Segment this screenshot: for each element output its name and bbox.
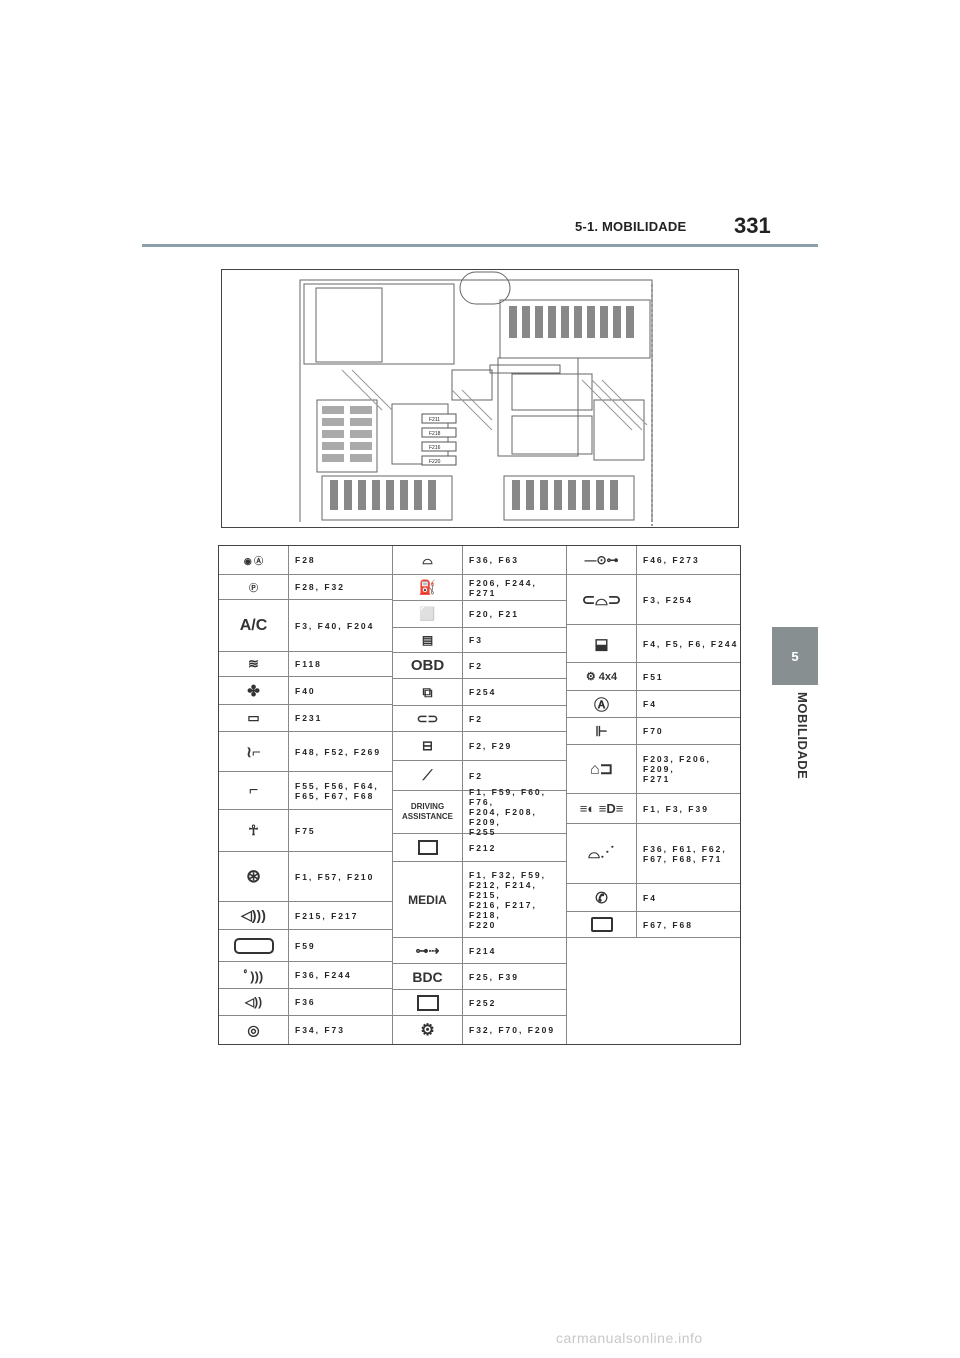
fuse-list: F214	[463, 938, 566, 964]
door-icon: ⬓	[567, 625, 637, 663]
ac-icon: A/C	[219, 600, 289, 652]
fuse-list: F2, F29	[463, 732, 566, 761]
4x4-icon: ⚙ 4x4	[567, 663, 637, 691]
fuse-list: F36, F61, F62, F67, F68, F71	[637, 824, 740, 884]
fuse-list: F1, F59, F60, F76, F204, F208, F209, F25…	[463, 787, 566, 837]
rear-defrost-icon: ▭	[219, 705, 289, 732]
fuse-list: F212	[463, 834, 566, 862]
fuse-list: F51	[637, 663, 740, 691]
fuse-list: F28, F32	[289, 575, 392, 600]
fuse-list: F1, F3, F39	[637, 794, 740, 824]
fuse-list: F4	[637, 884, 740, 912]
auto-icon: Ⓐ	[567, 691, 637, 718]
diagram-label: F220	[429, 459, 441, 465]
column-divider	[566, 546, 567, 1044]
battery-icon	[393, 990, 463, 1016]
fuse-list: F118	[289, 652, 392, 677]
obd-icon: OBD	[393, 653, 463, 679]
seat-icon: ⌐	[219, 772, 289, 810]
fuse-list: F46, F273	[637, 546, 740, 575]
steering-wheel-icon: ⊛	[219, 852, 289, 902]
fuse-list: F215, F217	[289, 902, 392, 930]
driving-assistance-icon: DRIVING ASSISTANCE	[393, 791, 463, 834]
fuse-list: F3, F254	[637, 575, 740, 625]
media-icon: MEDIA	[393, 862, 463, 938]
diagram-label: F211	[429, 417, 440, 423]
thermometer-icon: ⊩	[567, 718, 637, 745]
usb-icon: ⊶⇢	[393, 938, 463, 964]
fuse-list: F28	[289, 546, 392, 575]
fuse-list: F4, F5, F6, F244	[637, 625, 740, 663]
mirror-icon	[219, 930, 289, 962]
key-icon: —⊙⊶	[567, 546, 637, 575]
fuse-list: F1, F32, F59, F212, F214, F215, F216, F2…	[463, 862, 566, 938]
fuse-list: F40	[289, 677, 392, 705]
fuse-list: F59	[289, 930, 392, 962]
wiper-icon: ⟋	[393, 761, 463, 791]
interior-light-icon: ⌓⋰	[567, 824, 637, 884]
fuse-list: F25, F39	[463, 964, 566, 990]
camera-car-icon: ⊟	[393, 732, 463, 761]
fuse-list: F3, F40, F204	[289, 600, 392, 652]
fuse-box-diagram: F211 F218 F216 F220	[221, 269, 739, 528]
header-divider	[142, 244, 818, 247]
fuse-list: F55, F56, F64, F65, F67, F68	[289, 772, 392, 810]
fuse-list: F2	[463, 653, 566, 679]
tow-icon: ⊂⊃	[393, 706, 463, 732]
fuse-list: F75	[289, 810, 392, 852]
fuse-list: F2	[463, 761, 566, 791]
fuse-list: F4	[637, 691, 740, 718]
fuse-list: F203, F206, F209, F271	[637, 745, 740, 794]
page-number: 331	[734, 213, 771, 238]
fuse-list: F206, F244, F271	[463, 575, 566, 601]
battery-case-icon: ⧉	[393, 679, 463, 706]
fuse-list: F2	[463, 706, 566, 732]
fuse-list: F20, F21	[463, 601, 566, 628]
headlight-icon: ≡◐ ≡D≡	[567, 794, 637, 824]
fuse-list: F254	[463, 679, 566, 706]
gear-icon: ⚙	[393, 1016, 463, 1044]
abs-airbag-icon: ◉ Ⓐ	[219, 546, 289, 575]
fuse-list: F36, F244	[289, 962, 392, 989]
chapter-label: MOBILIDADE	[795, 692, 810, 780]
sunroof-icon: ⌓	[393, 546, 463, 575]
fuse-list: F36	[289, 989, 392, 1016]
fuse-table: ◉ Ⓐ F28 Ⓟ F28, F32 A/C F3, F40, F204 ≋ F…	[218, 545, 741, 1045]
watermark: carmanualsonline.info	[556, 1330, 703, 1346]
seat-heat-icon: ≋	[219, 652, 289, 677]
chapter-tab: 5	[772, 627, 818, 685]
fuse-list: F36, F63	[463, 546, 566, 575]
fan-icon: ✤	[219, 677, 289, 705]
car-icon: ⊂⌓⊃	[567, 575, 637, 625]
fuse-list: F67, F68	[637, 912, 740, 938]
heated-seat-icon: ≀⌐	[219, 732, 289, 772]
instrument-cluster-icon: ◎	[219, 1016, 289, 1044]
speaker-icon: ◁)))	[219, 902, 289, 930]
diagram-label: F216	[429, 445, 441, 451]
parking-brake-icon: Ⓟ	[219, 575, 289, 600]
seatbelt-icon: ☥	[219, 810, 289, 852]
fuse-list: F231	[289, 705, 392, 732]
fuse-list: F34, F73	[295, 1025, 346, 1035]
bdc-icon: BDC	[393, 964, 463, 990]
fuse-list: F3	[463, 628, 566, 653]
phone-icon: ✆	[567, 884, 637, 912]
fuse-list: F32, F70, F209	[469, 1025, 556, 1035]
window-icon: ⬜	[393, 601, 463, 628]
diagram-label: F218	[429, 431, 441, 437]
fuse-list: F70	[637, 718, 740, 745]
section-title: 5-1. MOBILIDADE	[575, 219, 687, 234]
engine-icon: ⌂⊐	[567, 745, 637, 794]
radio-icon: ▤	[393, 628, 463, 653]
fuse-list: F48, F52, F269	[289, 732, 392, 772]
fuse-list: F1, F57, F210	[289, 852, 392, 902]
tablet-icon	[567, 912, 637, 938]
horn-icon: ◁))	[219, 989, 289, 1016]
antenna-icon: ﾟ)))	[219, 962, 289, 989]
fuel-icon: ⛽	[393, 575, 463, 601]
fuse-list: F252	[463, 990, 566, 1016]
column-divider	[392, 546, 393, 1044]
display-icon	[393, 834, 463, 862]
